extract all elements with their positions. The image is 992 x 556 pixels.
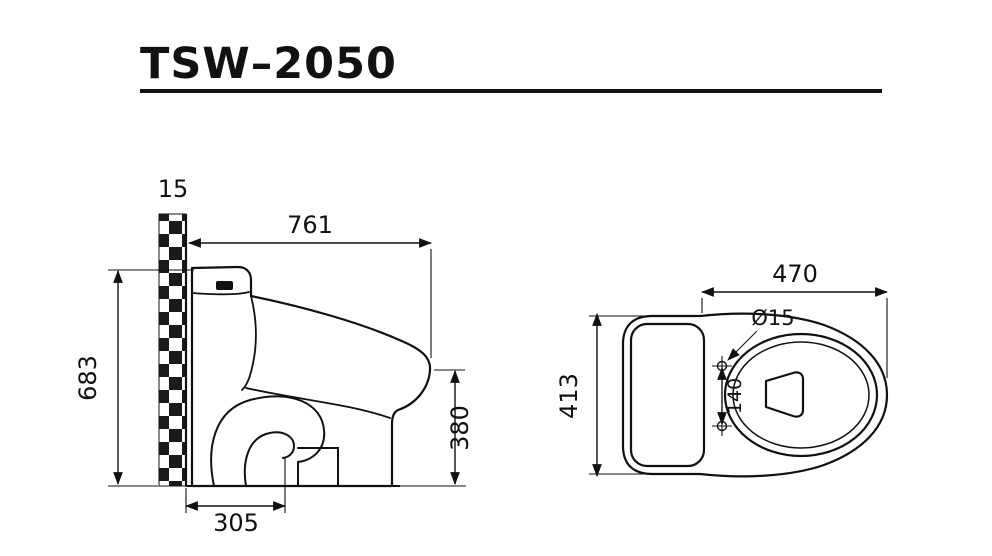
dim-140-label: 140 — [724, 378, 746, 414]
tank-lid-top — [629, 322, 706, 468]
bowl-rim-inner — [732, 341, 870, 449]
dimension-overall-depth: 761 — [187, 211, 433, 358]
trapway-inner — [243, 431, 296, 487]
tank-front-seam — [241, 295, 257, 391]
dimension-outlet-distance: 305 — [184, 458, 287, 537]
tank-lid-seam — [191, 291, 250, 296]
water-spout — [764, 371, 805, 418]
dimension-hole-spacing: 140 — [717, 366, 746, 426]
trapway-outer — [210, 395, 326, 487]
bowl-skirt-seam — [245, 387, 391, 419]
dim-683-label: 683 — [74, 355, 102, 401]
dim-hole-diameter-label: Ø15 — [751, 306, 794, 330]
toilet-side-profile — [190, 265, 432, 488]
dimension-bowl-height: 380 — [394, 369, 474, 487]
dim-761-label: 761 — [287, 211, 333, 239]
dim-413-label: 413 — [555, 373, 583, 419]
model-title: TSW–2050 — [140, 39, 397, 89]
dimension-wall-thickness: 15 — [158, 175, 189, 203]
dimension-overall-width: 413 — [555, 312, 650, 478]
top-view-drawing: Ø15 140 470 413 — [555, 260, 889, 478]
wall-hatch — [158, 213, 188, 487]
dim-305-label: 305 — [213, 509, 259, 537]
dim-470-label: 470 — [772, 260, 818, 288]
dim-15-label: 15 — [158, 175, 189, 203]
dimension-hole-diameter: Ø15 — [727, 306, 795, 361]
title-block: TSW–2050 — [140, 39, 882, 93]
dimension-overall-height: 683 — [74, 269, 194, 487]
title-underline — [140, 89, 882, 93]
side-view-drawing: 15 761 683 380 — [74, 175, 474, 537]
dim-380-label: 380 — [446, 405, 474, 451]
outlet-step — [297, 447, 339, 487]
flush-button — [216, 281, 233, 290]
dimension-bowl-length: 470 — [700, 260, 889, 378]
